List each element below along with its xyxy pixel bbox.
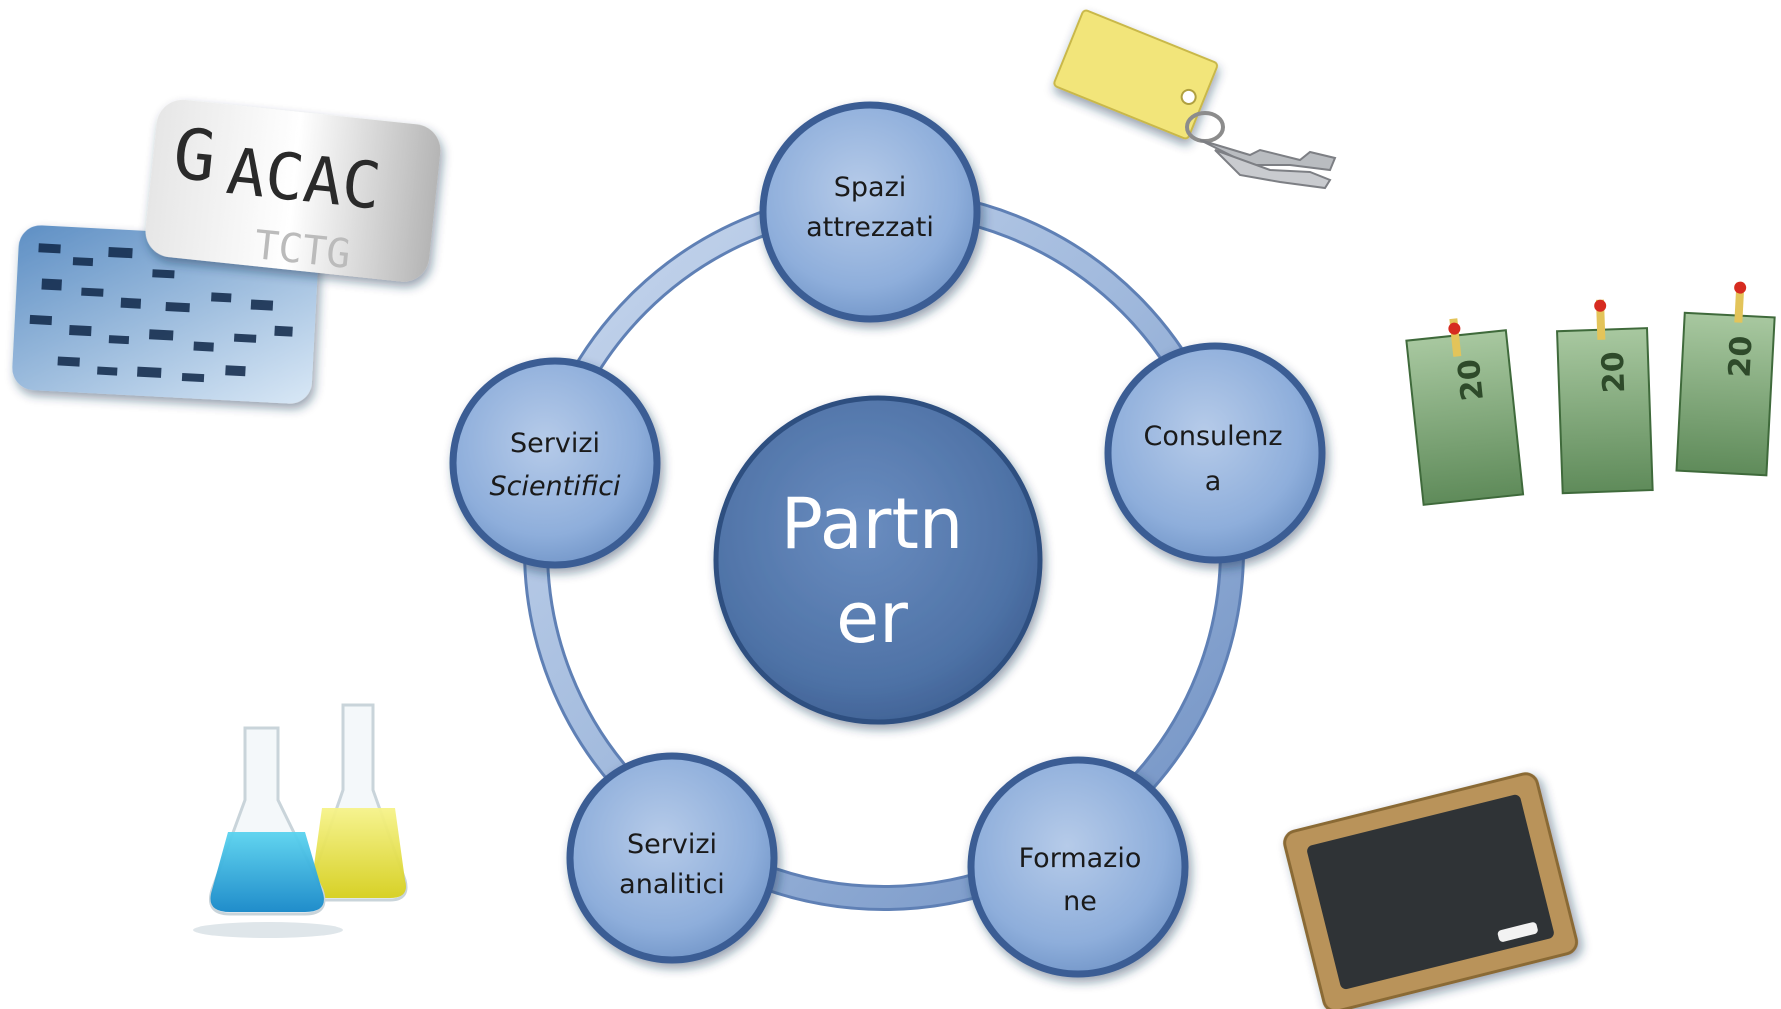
- node-bottom-left-line2: analitici: [619, 869, 725, 900]
- node-servizi-analitici: Servizi analitici: [566, 752, 778, 964]
- node-consulenza: Consulenz a: [1104, 342, 1326, 564]
- node-right-line1: Consulenz: [1143, 421, 1282, 452]
- banknotes-image: 20 20 20: [1405, 281, 1776, 506]
- node-spazi-attrezzati: Spazi attrezzati: [759, 101, 981, 323]
- node-left-line2: Scientifici: [489, 471, 621, 502]
- banknote-value-3: 20: [1722, 335, 1759, 379]
- banknote-value-2: 20: [1596, 351, 1632, 394]
- node-top-line1: Spazi: [834, 172, 907, 203]
- chalkboard-image: [1283, 772, 1579, 1009]
- node-formazione: Formazio ne: [967, 756, 1189, 978]
- lab-flasks-image: [193, 703, 408, 938]
- banknote-value-1: 20: [1452, 357, 1491, 402]
- node-bottom-right-line1: Formazio: [1019, 843, 1142, 874]
- center-node: Partn er: [713, 395, 1043, 725]
- node-top-line2: attrezzati: [806, 212, 934, 243]
- node-left-line1: Servizi: [510, 428, 600, 459]
- svg-text:G: G: [169, 112, 219, 198]
- key-tag-image: [1053, 9, 1337, 190]
- svg-text:ACAC: ACAC: [223, 135, 384, 225]
- node-right-line2: a: [1205, 466, 1222, 497]
- node-servizi-scientifici: Servizi Scientifici: [449, 357, 661, 569]
- dna-sequencing-image: ACAC G TCTG: [12, 99, 441, 404]
- center-label-line2: er: [836, 577, 908, 659]
- node-bottom-left-line1: Servizi: [627, 829, 717, 860]
- center-label-line1: Partn: [781, 483, 964, 565]
- svg-text:TCTG: TCTG: [252, 222, 353, 278]
- node-bottom-right-line2: ne: [1063, 886, 1097, 917]
